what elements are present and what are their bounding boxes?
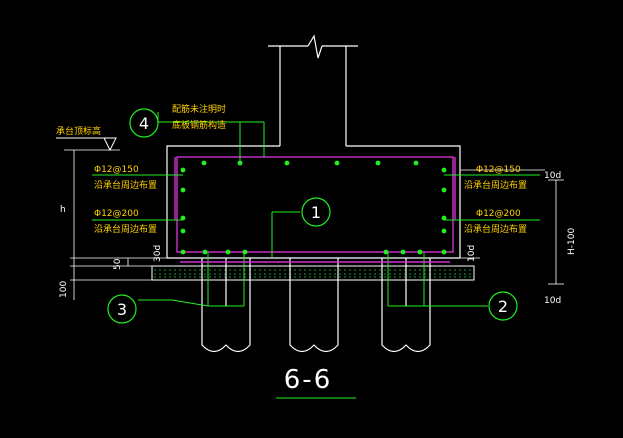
rebar-left-bottom-note: 沿承台周边布置: [94, 223, 157, 235]
leader-lines: [92, 112, 540, 307]
callout-3: 3: [117, 300, 127, 319]
pile-cap-outline: [166, 145, 461, 259]
rebar-right-top: Φ12@150: [476, 165, 521, 175]
callout-circles: [107, 108, 518, 324]
dim-50: 50: [113, 258, 123, 270]
note-top-2: 底板钢筋构造: [172, 119, 226, 131]
dim-30d-left: 30d: [153, 245, 163, 262]
dim-10d-top: 10d: [544, 171, 561, 181]
dim-h100: H-100: [567, 228, 577, 255]
rebar-right-bottom: Φ12@200: [476, 209, 521, 219]
callout-4: 4: [139, 114, 149, 133]
rebar-left-top: Φ12@150: [94, 165, 139, 175]
section-title: 6-6: [284, 365, 332, 395]
column: [268, 34, 358, 146]
piles: [201, 258, 431, 353]
cap-level-label: 承台顶标高: [56, 125, 101, 137]
note-top-1: 配筋未注明时: [172, 103, 226, 115]
pile-anchor-bars: [207, 252, 425, 307]
level-marker: [56, 137, 117, 152]
dim-h: h: [60, 205, 66, 215]
dim-10d-right: 10d: [467, 245, 477, 262]
dim-10d-bottom: 10d: [544, 296, 561, 306]
rebar-right-top-note: 沿承台周边布置: [464, 179, 527, 191]
rebar-left-top-note: 沿承台周边布置: [94, 179, 157, 191]
rebar-right-bottom-note: 沿承台周边布置: [464, 223, 527, 235]
callout-1: 1: [311, 203, 321, 222]
cushion-layer: [151, 265, 475, 281]
dimension-lines: [64, 149, 564, 300]
dim-100: 100: [59, 281, 69, 298]
rebar-cage: [174, 156, 456, 263]
callout-2: 2: [498, 297, 508, 316]
rebar-dots: [180, 160, 447, 255]
rebar-left-bottom: Φ12@200: [94, 209, 139, 219]
